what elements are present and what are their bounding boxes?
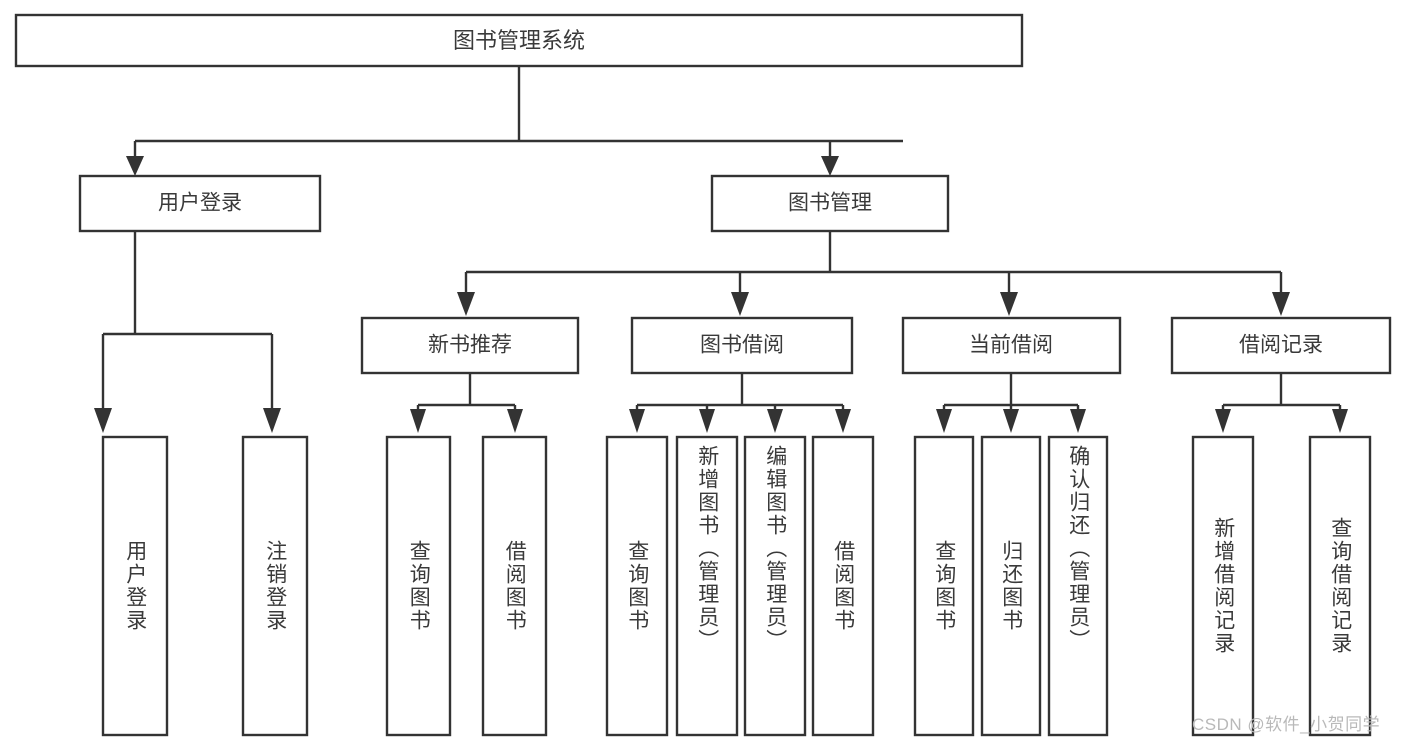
node-current-borrow[interactable]: 当前借阅	[901, 316, 1122, 375]
arrowhead-current-borrow	[1000, 292, 1018, 316]
arrowhead-leaf-confirm-return	[1070, 409, 1086, 433]
arrowhead-leaf-query-book-2	[629, 409, 645, 433]
node-book-manage-box[interactable]	[710, 174, 950, 233]
node-borrow-record-label: 借阅记录	[1239, 334, 1323, 357]
node-user-login-label: 用户登录	[158, 192, 242, 215]
node-leaf-borrow-book-1-box[interactable]	[481, 435, 548, 737]
arrowhead-leaf-user-login	[94, 408, 112, 433]
arrowhead-leaf-query-record	[1332, 409, 1348, 433]
node-leaf-edit-book-box[interactable]	[743, 435, 807, 737]
node-new-book-recommend-label: 新书推荐	[428, 334, 512, 357]
arrowhead-leaf-edit-book	[767, 409, 783, 433]
arrowhead-leaf-logout-login	[263, 408, 281, 433]
node-new-book-recommend-box[interactable]	[360, 316, 580, 375]
arrowhead-leaf-borrow-book-2	[835, 409, 851, 433]
arrowhead-leaf-borrow-book-1	[507, 409, 523, 433]
node-leaf-borrow-book-2-box[interactable]	[811, 435, 875, 737]
node-new-book-recommend[interactable]: 新书推荐	[360, 316, 580, 375]
node-book-borrow-box[interactable]	[630, 316, 854, 375]
node-book-borrow-label: 图书借阅	[700, 334, 784, 357]
node-borrow-record-box[interactable]	[1170, 316, 1392, 375]
node-leaf-query-book-2-box[interactable]	[605, 435, 669, 737]
arrowhead-book-manage	[821, 156, 839, 176]
node-current-borrow-box[interactable]	[901, 316, 1122, 375]
node-leaf-add-book-box[interactable]	[675, 435, 739, 737]
arrowhead-user-login	[126, 156, 144, 176]
node-leaf-query-book-1-box[interactable]	[385, 435, 452, 737]
node-leaf-query-book-3-box[interactable]	[913, 435, 975, 737]
node-book-borrow[interactable]: 图书借阅	[630, 316, 854, 375]
node-user-login[interactable]: 用户登录	[78, 174, 322, 233]
arrowhead-borrow-record	[1272, 292, 1290, 316]
node-leaf-user-login-box[interactable]	[101, 435, 169, 737]
node-leaf-add-record-box[interactable]	[1191, 435, 1255, 737]
arrowhead-leaf-return-book	[1003, 409, 1019, 433]
node-leaf-return-book-box[interactable]	[980, 435, 1042, 737]
arrowhead-leaf-add-book	[699, 409, 715, 433]
arrowhead-new-book-recommend	[457, 292, 475, 316]
arrowhead-leaf-query-book-1	[410, 409, 426, 433]
watermark-text: CSDN @软件_小贺同学	[1192, 715, 1381, 734]
node-borrow-record[interactable]: 借阅记录	[1170, 316, 1392, 375]
node-root-box[interactable]	[14, 13, 1024, 68]
arrowhead-leaf-add-record	[1215, 409, 1231, 433]
node-user-login-box[interactable]	[78, 174, 322, 233]
node-leaf-confirm-return-box[interactable]	[1047, 435, 1109, 737]
node-current-borrow-label: 当前借阅	[969, 334, 1053, 357]
node-book-manage-label: 图书管理	[788, 192, 872, 215]
node-book-manage[interactable]: 图书管理	[710, 174, 950, 233]
arrowhead-book-borrow	[731, 292, 749, 316]
arrowhead-leaf-query-book-3	[936, 409, 952, 433]
connector-layer	[94, 66, 1348, 433]
node-root-label: 图书管理系统	[453, 28, 585, 53]
node-leaf-logout-login-box[interactable]	[241, 435, 309, 737]
node-root[interactable]: 图书管理系统	[14, 13, 1024, 68]
node-leaf-query-record-box[interactable]	[1308, 435, 1372, 737]
